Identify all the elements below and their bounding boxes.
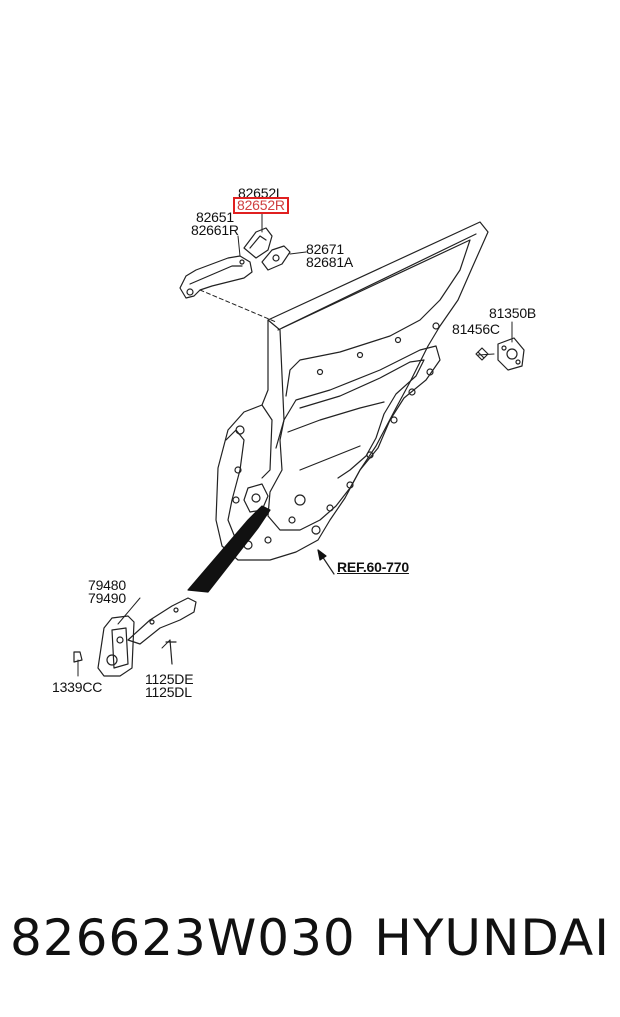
label-79490: 79490 <box>88 590 126 606</box>
door-frame <box>215 221 489 561</box>
label-82681A: 82681A <box>306 254 354 270</box>
door-check-strap <box>187 505 271 593</box>
label-79480: 79480 <box>88 577 126 593</box>
handle-cover <box>243 227 273 259</box>
striker-screw <box>475 347 489 361</box>
label-1125DE: 1125DE <box>145 671 194 687</box>
door-checker <box>97 597 197 677</box>
escutcheon <box>261 245 291 271</box>
footer: 826623W030 HYUNDAI <box>10 905 610 975</box>
label-1339CC: 1339CC <box>52 679 103 695</box>
label-82661R: 82661R <box>191 222 239 238</box>
striker <box>497 337 525 371</box>
label-81456C: 81456C <box>452 321 500 337</box>
label-ref-60-770: REF.60-770 <box>337 559 409 575</box>
door-parts-diagram <box>73 213 525 677</box>
label-81350B: 81350B <box>489 305 537 321</box>
brand-name: HYUNDAI <box>374 909 610 967</box>
part-number: 826623W030 <box>10 909 356 967</box>
label-82671: 82671 <box>306 241 344 257</box>
label-82652R-highlighted: 82652R <box>233 197 289 214</box>
outside-handle <box>179 255 253 299</box>
checker-bolts <box>73 639 177 665</box>
label-82651: 82651 <box>196 209 234 225</box>
ref-arrow <box>317 549 335 575</box>
label-82652L: 82652L <box>238 185 284 201</box>
leader-lines <box>77 213 513 677</box>
label-1125DL: 1125DL <box>145 684 192 700</box>
